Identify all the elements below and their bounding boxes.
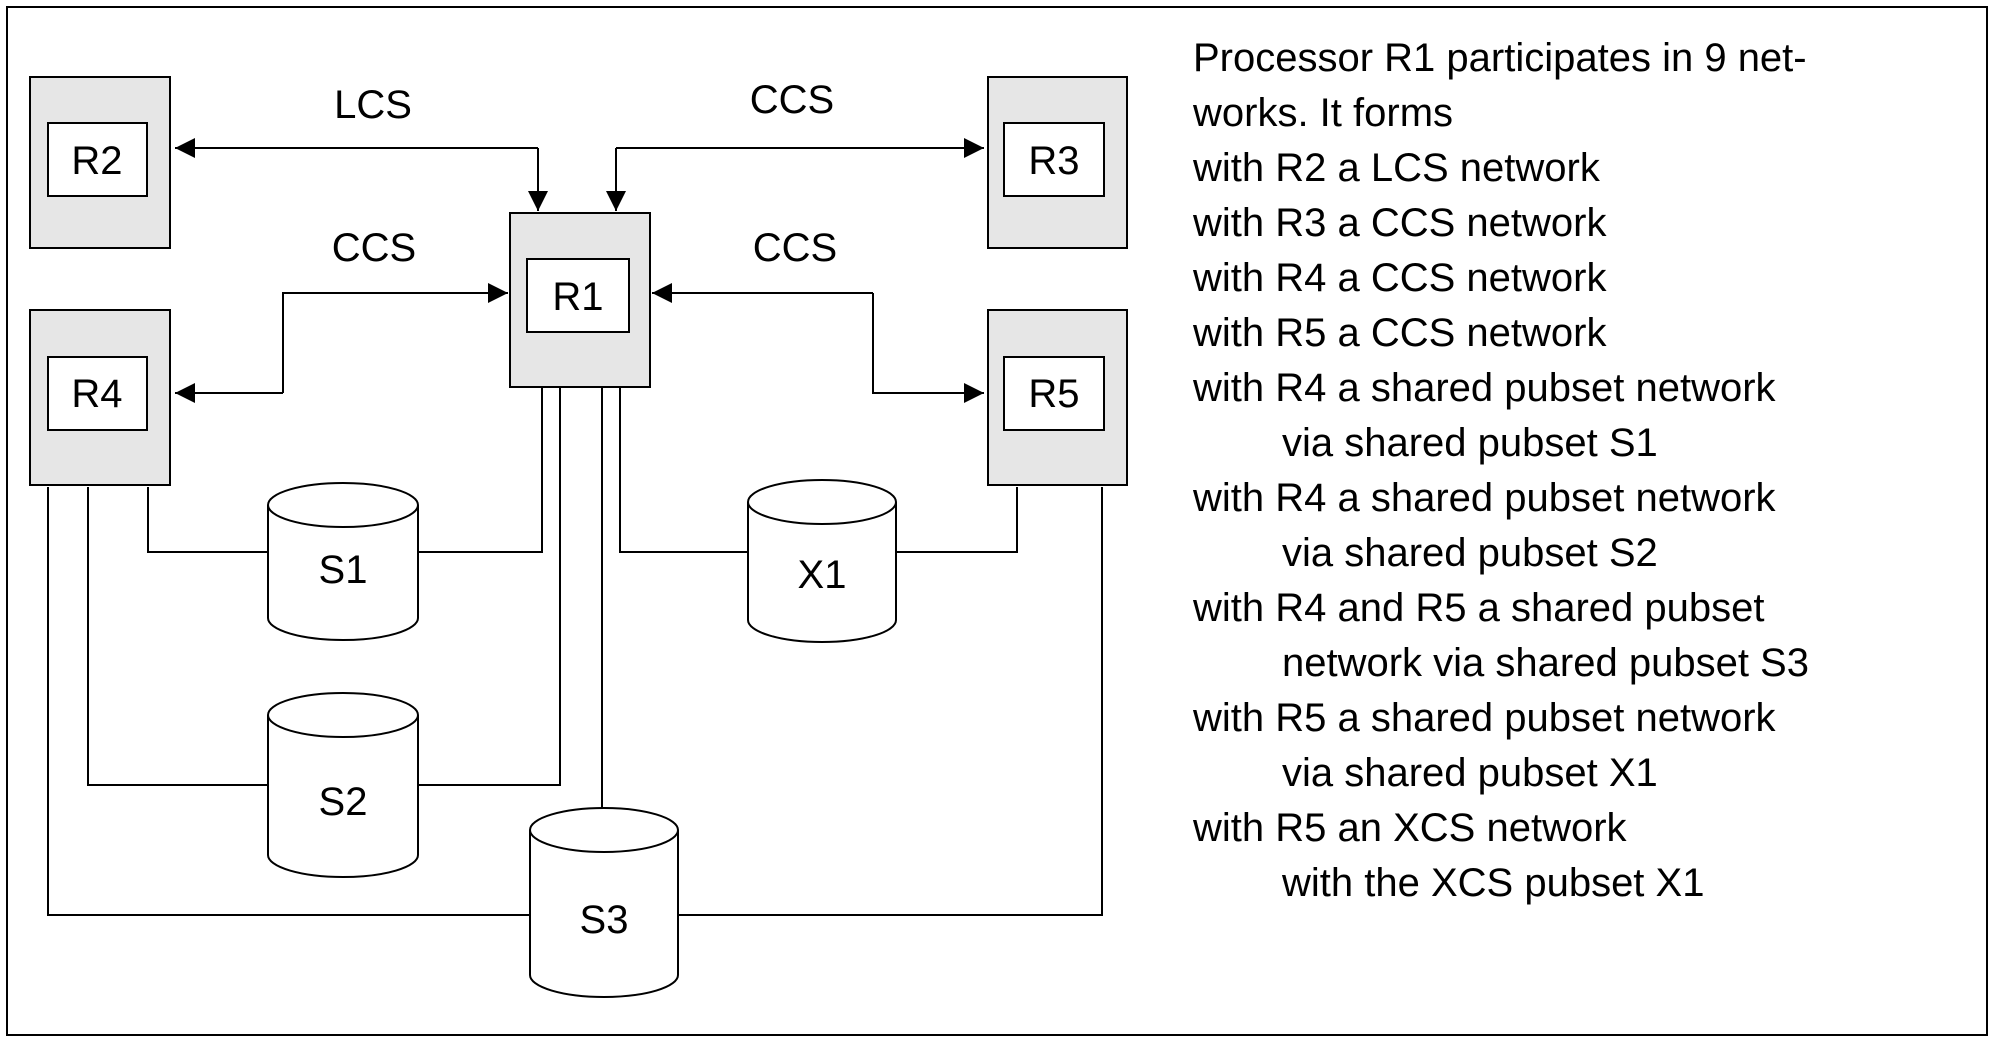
description-line: with R4 and R5 a shared pubset <box>1192 586 1764 630</box>
description-line: with R4 a CCS network <box>1192 256 1607 300</box>
link-label-ccs-r4: CCS <box>332 226 416 270</box>
ccs-link-to-r5 <box>872 293 984 403</box>
description-line: with R3 a CCS network <box>1192 201 1607 245</box>
description-line-indented: via shared pubset X1 <box>1282 751 1658 795</box>
description-line: with R2 a LCS network <box>1192 146 1601 190</box>
link-label-ccs-r3: CCS <box>750 78 834 122</box>
pubset-s1-label: S1 <box>319 548 368 592</box>
description-line: with R5 an XCS network <box>1192 806 1628 850</box>
figure-border <box>6 6 1988 1036</box>
pubset-s1-cylinder: S1 <box>267 482 419 641</box>
s3-link-r4 <box>47 487 530 916</box>
processor-r5: R5 <box>987 309 1128 486</box>
pubset-s2-cylinder: S2 <box>267 692 419 878</box>
pubset-x1-label: X1 <box>798 553 847 597</box>
link-label-ccs-r5: CCS <box>753 226 837 270</box>
processor-r1: R1 <box>509 212 651 388</box>
processor-r3: R3 <box>987 76 1128 249</box>
description-line: with R5 a shared pubset network <box>1192 696 1777 740</box>
description-line-indented: with the XCS pubset X1 <box>1281 861 1704 905</box>
processor-r4-label: R4 <box>71 372 122 416</box>
connection-lines <box>47 138 1103 916</box>
ccs-link-r4-to-r1 <box>282 283 508 393</box>
description-line-indented: via shared pubset S2 <box>1282 531 1658 575</box>
description-line: with R4 a shared pubset network <box>1192 476 1777 520</box>
x1-link-r5 <box>896 487 1018 553</box>
pubset-s3-label: S3 <box>580 898 629 942</box>
pubset-s2-label: S2 <box>319 780 368 824</box>
description-line: with R5 a CCS network <box>1192 311 1607 355</box>
processor-r5-label: R5 <box>1028 372 1079 416</box>
processor-r3-label: R3 <box>1028 139 1079 183</box>
description-line: with R4 a shared pubset network <box>1192 366 1777 410</box>
s2-link-r4 <box>87 487 268 786</box>
link-label-lcs-r2: LCS <box>334 83 412 127</box>
s3-link-r5 <box>678 487 1103 916</box>
processor-r2-label: R2 <box>71 139 122 183</box>
description-line-indented: via shared pubset S1 <box>1282 421 1658 465</box>
processor-r1-label: R1 <box>552 275 603 319</box>
processor-r2: R2 <box>29 76 171 249</box>
description-line: works. It forms <box>1192 91 1453 135</box>
description-text: Processor R1 participates in 9 net- work… <box>1192 36 1809 905</box>
description-line: Processor R1 participates in 9 net- <box>1193 36 1807 80</box>
pubset-x1-cylinder: X1 <box>747 479 897 643</box>
s1-link-r4 <box>147 487 268 553</box>
s1-link-r1 <box>418 388 543 553</box>
s2-link-r1 <box>418 388 561 786</box>
processor-r4: R4 <box>29 309 171 486</box>
x1-link-r1 <box>619 388 748 553</box>
description-line-indented: network via shared pubset S3 <box>1282 641 1809 685</box>
pubset-s3-cylinder: S3 <box>529 807 679 998</box>
